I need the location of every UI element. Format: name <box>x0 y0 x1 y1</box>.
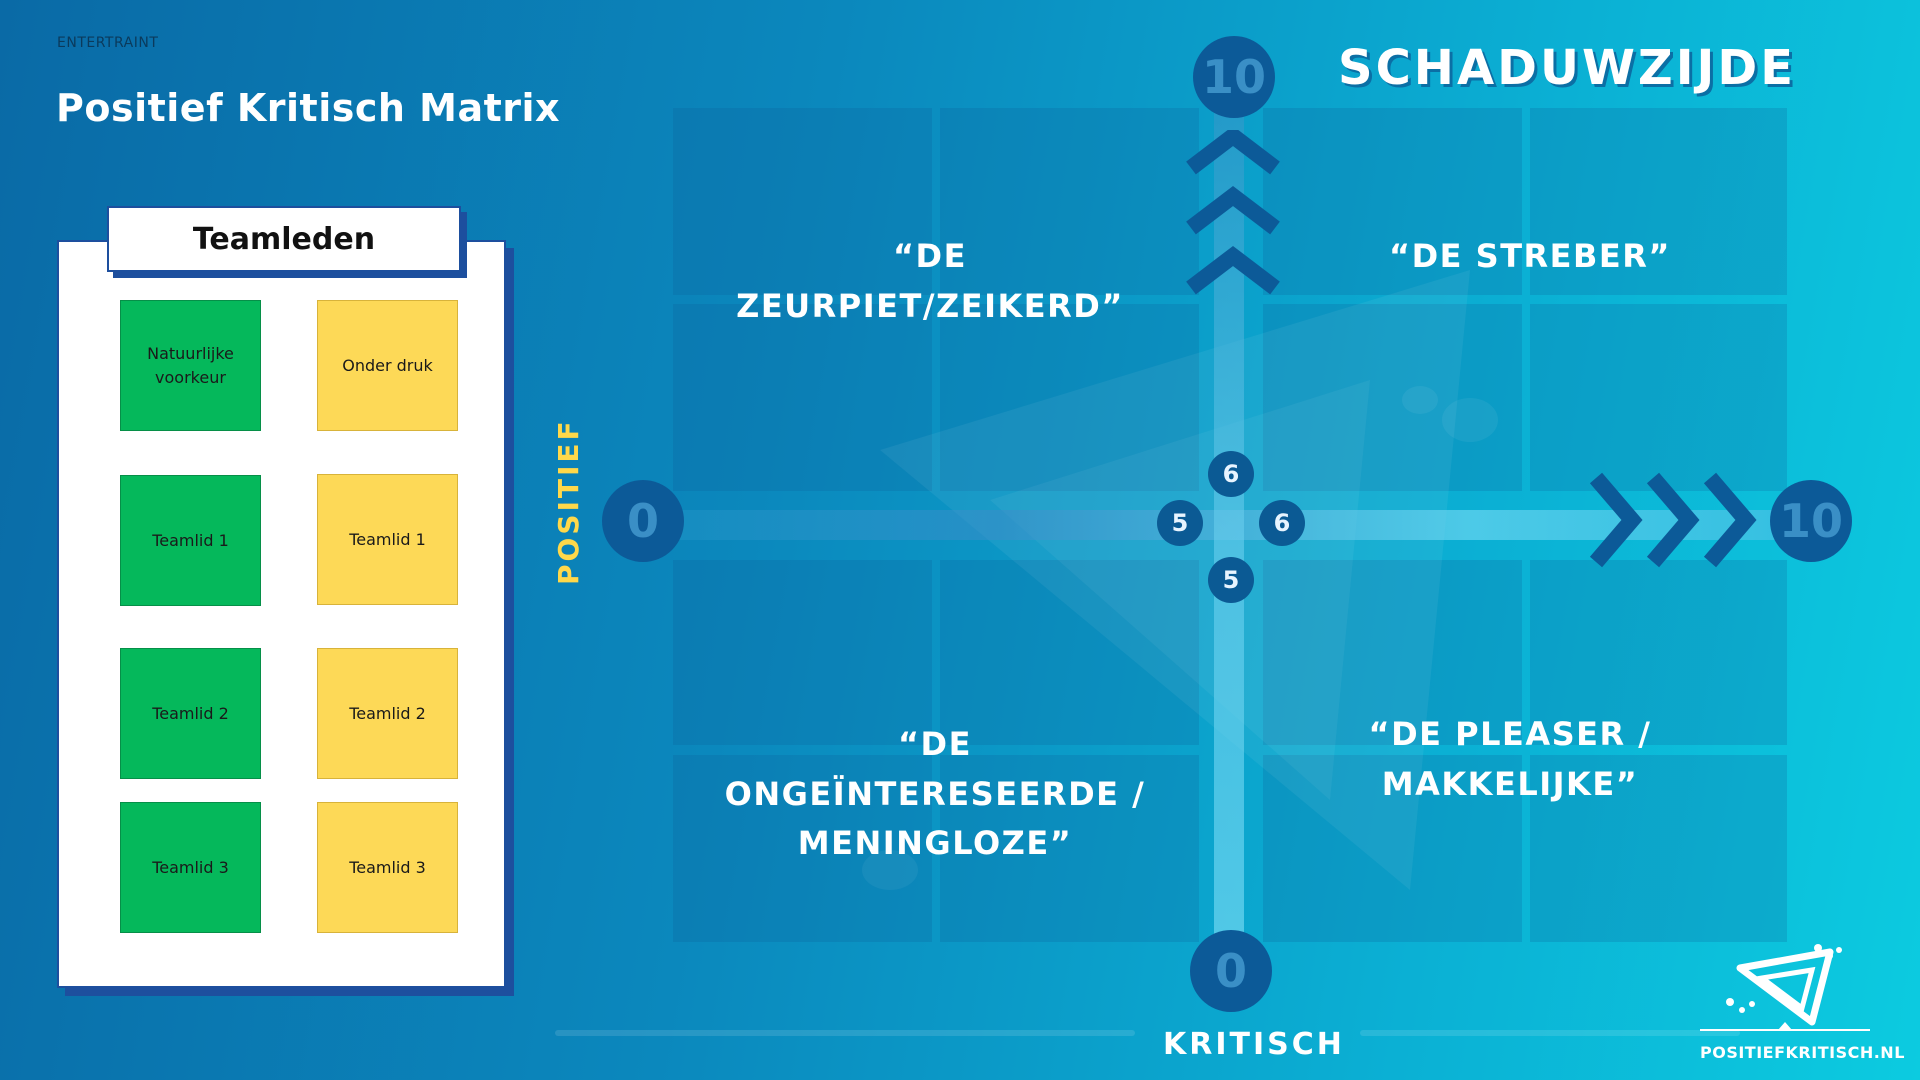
y-axis-mid-high-marker: 6 <box>1208 451 1254 497</box>
quadrant-bottom-right-label: “DE PLEASER / MAKKELIJKE” <box>1368 715 1652 803</box>
grid-cell <box>1530 108 1787 295</box>
grid-cell <box>1263 304 1522 491</box>
grid-cell <box>1263 108 1522 295</box>
watermark-triangle-icon <box>862 270 1498 890</box>
up-chevrons-icon <box>1186 130 1280 295</box>
quadrant-bottom-left-label: “DE ONGEÏNTERESEERDE / MENINGLOZE” <box>724 725 1146 863</box>
grid-cell <box>940 108 1199 295</box>
grid-cell <box>1530 755 1787 942</box>
page-title: Positief Kritisch Matrix <box>56 86 561 130</box>
right-chevrons-icon <box>1589 472 1757 568</box>
grid-cell <box>940 755 1199 942</box>
grid-cell <box>1530 304 1787 491</box>
x-axis-label: POSITIEF <box>552 418 585 585</box>
grid-cell <box>673 755 932 942</box>
x-axis-min-marker: 0 <box>602 480 684 562</box>
board-heading: Teamleden <box>107 206 461 272</box>
quadrant-top-right-label: “DE STREBER” <box>1389 237 1671 275</box>
sticky-note-teamlid-2-natural[interactable]: Teamlid 2 <box>120 648 261 779</box>
sticky-note-teamlid-3-pressure[interactable]: Teamlid 3 <box>317 802 458 933</box>
y-axis-max-label: 10 <box>1201 50 1266 104</box>
matrix-heading: SCHADUWZIJDE <box>1338 40 1797 96</box>
x-axis-mid-high-marker: 6 <box>1259 500 1305 546</box>
triangle-logo-icon <box>1700 944 1870 1031</box>
grid-cell <box>1530 560 1787 745</box>
x-axis-max-marker: 10 <box>1770 480 1852 562</box>
logo-text[interactable]: POSITIEFKRITISCH.NL <box>1700 1043 1905 1062</box>
y-axis-mid-low-marker: 5 <box>1208 557 1254 603</box>
grid-cell <box>940 560 1199 745</box>
decorative-line <box>555 1030 1135 1036</box>
y-axis-max-marker: 10 <box>1193 36 1275 118</box>
sticky-note-teamlid-3-natural[interactable]: Teamlid 3 <box>120 802 261 933</box>
y-axis-label: KRITISCH <box>1163 1027 1345 1062</box>
x-axis-max-label: 10 <box>1778 494 1843 548</box>
grid-cell <box>673 108 932 295</box>
sticky-note-natural-preference[interactable]: Natuurlijke voorkeur <box>120 300 261 431</box>
quadrant-top-left-label: “DE ZEURPIET/ZEIKERD” <box>736 237 1124 325</box>
grid-cell <box>673 560 932 745</box>
x-axis-mid-low-marker: 5 <box>1157 500 1203 546</box>
sticky-note-teamlid-1-pressure[interactable]: Teamlid 1 <box>317 474 458 605</box>
grid-cell <box>673 304 932 491</box>
x-axis-min-label: 0 <box>626 494 659 548</box>
y-axis-min-label: 0 <box>1214 944 1247 998</box>
decorative-line <box>1360 1030 1740 1036</box>
y-axis-min-marker: 0 <box>1190 930 1272 1012</box>
grid-cell <box>1263 560 1522 745</box>
grid-cell <box>1263 755 1522 942</box>
sticky-note-teamlid-1-natural[interactable]: Teamlid 1 <box>120 475 261 606</box>
sticky-note-under-pressure[interactable]: Onder druk <box>317 300 458 431</box>
grid-cell <box>940 304 1199 491</box>
sticky-note-teamlid-2-pressure[interactable]: Teamlid 2 <box>317 648 458 779</box>
brand-label: ENTERTRAINT <box>57 35 159 51</box>
